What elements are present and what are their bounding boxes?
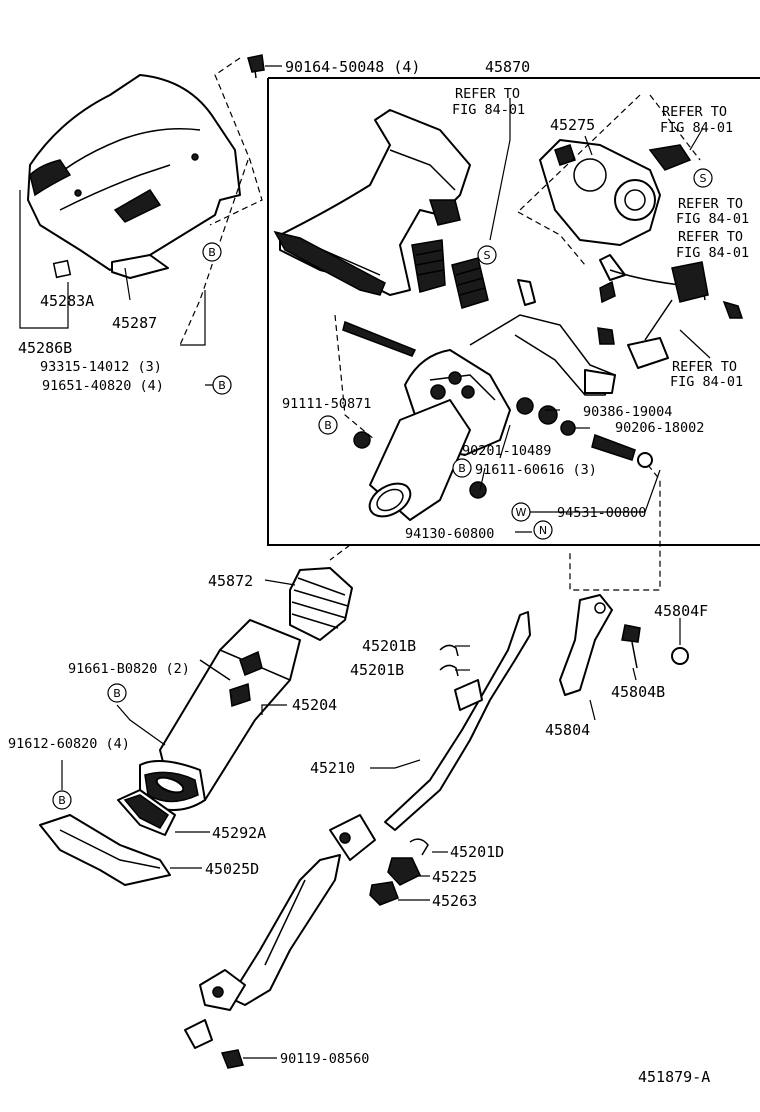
column-tube-upper [368, 399, 471, 521]
svg-text:W: W [516, 506, 527, 519]
svg-text:N: N [539, 524, 547, 537]
label-refer-2: REFER TO [662, 104, 727, 120]
marker-b-1: B [202, 242, 222, 262]
marker-b-3: B [318, 415, 338, 435]
label-refer-3: REFER TO [678, 196, 743, 212]
marker-b-6: B [52, 790, 72, 810]
label-45804B: 45804B [611, 683, 665, 701]
label-refer-1: REFER TO [455, 86, 520, 102]
svg-text:B: B [218, 379, 226, 392]
column-bracket-45870 [273, 109, 471, 296]
dash-lead-45804 [569, 464, 661, 591]
label-91612: 91612-60820 (4) [8, 736, 130, 752]
svg-text:B: B [208, 246, 216, 259]
label-91111: 91111-50871 [282, 396, 371, 412]
bolt-45804B [621, 624, 641, 669]
cap-45804F [671, 647, 689, 665]
diagram-id: 451879-A [638, 1068, 710, 1086]
cover-45025D [39, 814, 171, 886]
label-fig-4: FIG 84-01 [676, 245, 749, 261]
leader-lines [19, 98, 711, 1059]
marker-s-2: S [693, 168, 713, 188]
marker-s-1: S [477, 245, 497, 265]
label-91611: 91611-60616 (3) [475, 462, 597, 478]
ring-45263 [369, 881, 399, 906]
svg-text:S: S [700, 172, 707, 185]
svg-text:S: S [484, 249, 491, 262]
label-45804F: 45804F [654, 602, 708, 620]
label-90201: 90201-10489 [462, 443, 551, 459]
label-45283A: 45283A [40, 292, 94, 310]
label-45870: 45870 [485, 58, 530, 76]
label-90119: 90119-08560 [280, 1051, 369, 1067]
marker-b-5: B [107, 683, 127, 703]
boot-45872 [289, 567, 353, 641]
steering-shaft-45210 [184, 611, 531, 1049]
spring-pair [411, 239, 489, 309]
label-91651: 91651-40820 (4) [42, 378, 164, 394]
label-fig-5: FIG 84-01 [670, 374, 743, 390]
dash-lead-45275 [519, 94, 641, 211]
label-90206: 90206-18002 [615, 420, 704, 436]
label-45201B-2: 45201B [350, 661, 404, 679]
dash-lead-45286 [179, 159, 249, 346]
label-45210: 45210 [310, 759, 355, 777]
marker-w: W [511, 502, 531, 522]
bolt-90119 [220, 1049, 244, 1069]
dash-lead-45872 [329, 544, 351, 561]
label-90386: 90386-19004 [583, 404, 672, 420]
tilt-mechanism [342, 279, 653, 499]
detail-box [267, 77, 760, 546]
marker-b-2: B [212, 375, 232, 395]
label-45263: 45263 [432, 892, 477, 910]
clips-45201 [409, 644, 459, 856]
svg-text:B: B [324, 419, 332, 432]
label-45204: 45204 [292, 696, 337, 714]
label-94531: 94531-00800 [557, 505, 646, 521]
label-45287: 45287 [112, 314, 157, 332]
label-45201B-1: 45201B [362, 637, 416, 655]
column-cover-45287 [27, 74, 241, 279]
plate-45292A [117, 789, 176, 836]
label-45872: 45872 [208, 572, 253, 590]
label-45286B: 45286B [18, 339, 72, 357]
bushing-45225 [387, 857, 421, 886]
svg-text:B: B [58, 794, 66, 807]
label-45201D: 45201D [450, 843, 504, 861]
label-94130: 94130-60800 [405, 526, 494, 542]
svg-text:B: B [458, 462, 466, 475]
ignition-lock-45275 [539, 139, 744, 369]
dash-lead-s [517, 211, 586, 266]
screw-90164 [209, 54, 282, 226]
label-93315: 93315-14012 (3) [40, 359, 162, 375]
label-fig-2: FIG 84-01 [660, 120, 733, 136]
lever-45804 [559, 594, 613, 696]
dash-lead-fig [649, 94, 701, 161]
label-91661: 91661-B0820 (2) [68, 661, 190, 677]
label-45225: 45225 [432, 868, 477, 886]
label-refer-5: REFER TO [672, 359, 737, 375]
label-refer-4: REFER TO [678, 229, 743, 245]
label-45275: 45275 [550, 116, 595, 134]
label-45804: 45804 [545, 721, 590, 739]
label-45292A: 45292A [212, 824, 266, 842]
marker-b-4: B [452, 458, 472, 478]
label-45025D: 45025D [205, 860, 259, 878]
dash-lead-91111 [334, 314, 376, 441]
label-fig-1: FIG 84-01 [452, 102, 525, 118]
label-fig-3: FIG 84-01 [676, 211, 749, 227]
label-90164: 90164-50048 (4) [285, 58, 420, 76]
marker-n: N [533, 520, 553, 540]
svg-text:B: B [113, 687, 121, 700]
column-tube-45204 [139, 619, 301, 811]
